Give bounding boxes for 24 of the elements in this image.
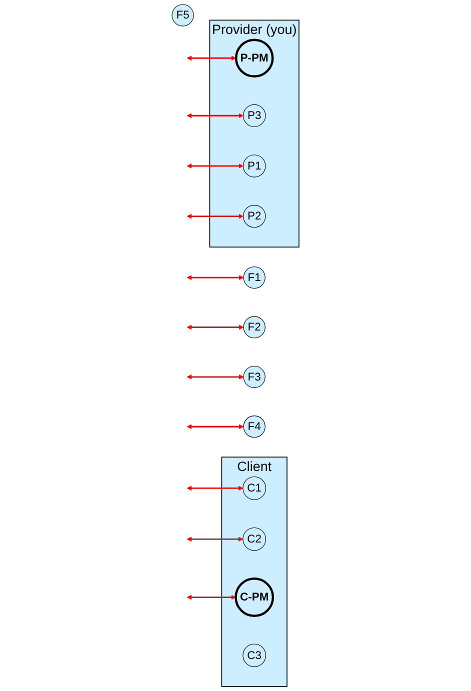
arrow xyxy=(186,536,244,542)
arrow xyxy=(186,486,244,491)
circle-node: F2 xyxy=(243,316,266,338)
arrow xyxy=(186,594,236,600)
circle-node: F1 xyxy=(243,266,266,289)
arrow xyxy=(186,214,244,219)
circle-node: P-PM xyxy=(234,38,274,78)
circle-node: C3 xyxy=(242,644,266,668)
circle-node: P2 xyxy=(242,204,266,228)
circle-node: C1 xyxy=(242,476,266,500)
arrow xyxy=(186,324,244,330)
circle-node: C2 xyxy=(242,527,266,551)
arrow xyxy=(186,113,244,118)
arrow xyxy=(186,424,244,430)
circle-node: P3 xyxy=(242,104,266,128)
circle-node: F3 xyxy=(243,366,266,388)
arrow xyxy=(186,56,236,61)
circle-node: P1 xyxy=(242,154,266,178)
arrow xyxy=(186,275,244,280)
arrow xyxy=(186,374,244,380)
circle-node: F4 xyxy=(243,416,266,438)
circle-node: C-PM xyxy=(234,578,274,617)
arrow xyxy=(186,163,244,168)
circle-node: F5 xyxy=(172,4,194,26)
